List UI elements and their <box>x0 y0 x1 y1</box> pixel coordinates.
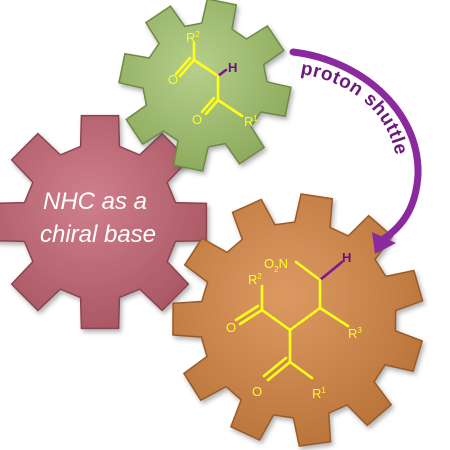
top-r1: R1 <box>244 114 258 129</box>
product-r2: R2 <box>248 272 262 287</box>
nhc-gear <box>0 114 208 330</box>
product-o-bottom: O <box>252 384 262 399</box>
nhc-label-line1: NHC as a <box>43 188 147 215</box>
product-gear <box>172 193 424 447</box>
product-r3: R3 <box>348 326 362 341</box>
proton-shuttle-arrow <box>289 48 422 244</box>
top-o-bottom: O <box>192 112 202 127</box>
arrow-head-icon <box>372 232 396 254</box>
substrate-gear <box>118 0 292 172</box>
product-o2n: O2N <box>264 256 288 274</box>
nhc-label-line2: chiral base <box>40 221 156 248</box>
top-o-top: O <box>168 72 178 87</box>
product-h-atom: H <box>342 250 351 265</box>
product-molecule: O2N H R2 O R3 O R1 <box>226 250 362 401</box>
top-molecule: R2 O H O R1 <box>168 30 258 129</box>
product-r1: R1 <box>312 386 326 401</box>
top-r2: R2 <box>186 30 200 45</box>
top-h-atom: H <box>228 60 237 75</box>
product-o-left: O <box>226 320 236 335</box>
